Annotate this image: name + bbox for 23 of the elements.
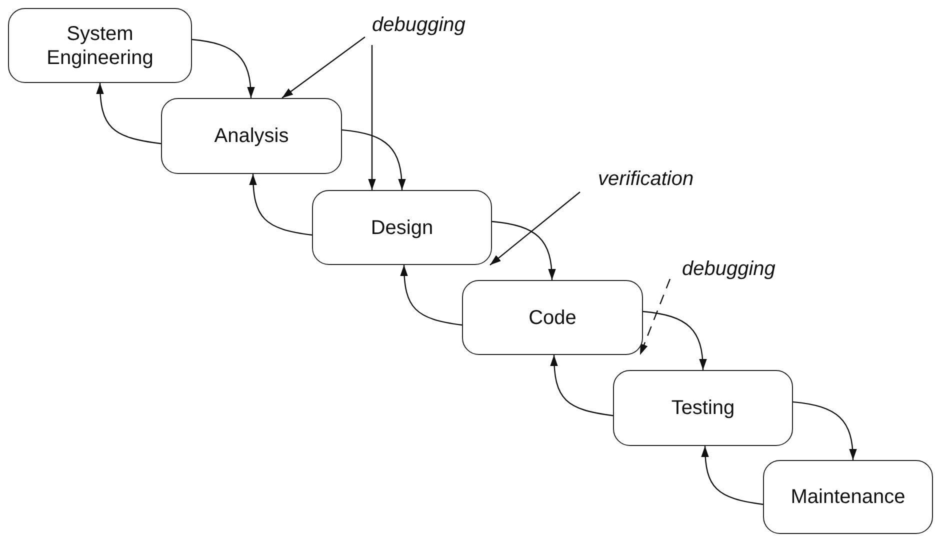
process-box: Analysis	[161, 98, 342, 174]
arrow	[642, 310, 706, 370]
process-box: System Engineering	[8, 8, 192, 83]
annotation-label: debugging	[682, 258, 776, 281]
arrow	[192, 38, 254, 98]
process-box: Code	[462, 280, 643, 355]
process-box: Testing	[613, 370, 793, 446]
arrow	[400, 264, 462, 326]
arrow	[701, 446, 764, 505]
arrow	[96, 82, 162, 144]
annotation-label: verification	[598, 168, 694, 191]
annotation-label: debugging	[372, 14, 466, 37]
leader-arrow	[368, 45, 376, 190]
arrow	[342, 129, 406, 190]
leader-arrow	[282, 36, 366, 98]
process-box: Design	[312, 190, 492, 265]
process-box: Maintenance	[763, 460, 933, 534]
arrow	[249, 174, 312, 236]
leader-arrow	[490, 192, 580, 266]
arrow	[792, 401, 856, 460]
arrow	[492, 220, 556, 280]
arrow	[550, 354, 614, 416]
leader-arrow	[639, 278, 671, 356]
